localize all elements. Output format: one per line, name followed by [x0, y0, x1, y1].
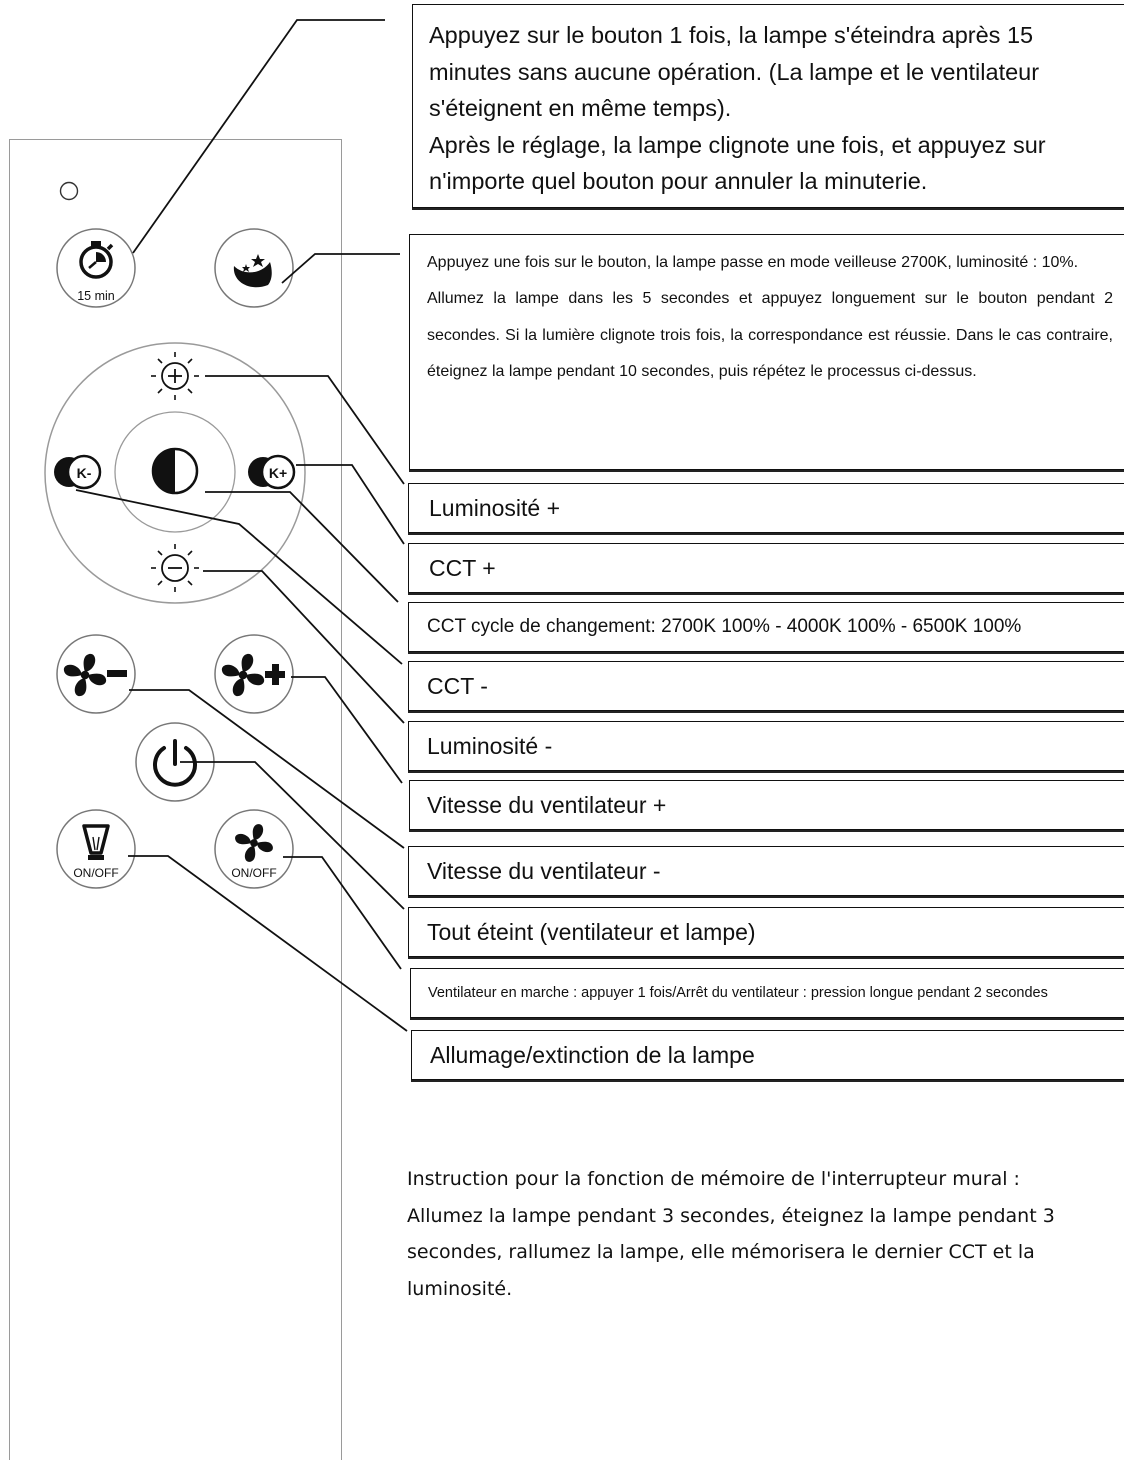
night-mode-description-box	[409, 234, 1124, 470]
callout-brightness-up: Luminosité +	[408, 483, 1124, 533]
night-mode-description-line-2: Allumez la lampe dans les 5 secondes et …	[427, 290, 1113, 380]
timer-description-box	[412, 4, 1124, 208]
callout-fan-speed-down-text: Vitesse du ventilateur -	[427, 857, 661, 884]
callout-brightness-up-text: Luminosité +	[429, 494, 561, 521]
callout-fan-speed-down: Vitesse du ventilateur -	[408, 846, 1124, 896]
callout-brightness-down-text: Luminosité -	[427, 732, 553, 759]
memory-note-body: Allumez la lampe pendant 3 secondes, éte…	[407, 1204, 1055, 1300]
callout-lamp-onoff-text: Allumage/extinction de la lampe	[430, 1041, 755, 1068]
callout-cct-cycle: CCT cycle de changement: 2700K 100% - 40…	[408, 602, 1124, 652]
callout-cct-up-text: CCT +	[429, 554, 496, 581]
night-mode-description: Appuyez une fois sur le bouton, la lampe…	[427, 245, 1113, 390]
callout-fan-speed-up-text: Vitesse du ventilateur +	[427, 791, 667, 818]
callout-fan-onoff-text: Ventilateur en marche : appuyer 1 fois/A…	[428, 985, 1048, 1001]
timer-description-line-1: Appuyez sur le bouton 1 fois, la lampe s…	[429, 22, 1040, 121]
memory-note-title: Instruction pour la fonction de mémoire …	[407, 1168, 1020, 1190]
callout-all-off-text: Tout éteint (ventilateur et lampe)	[427, 918, 756, 945]
memory-function-note: Instruction pour la fonction de mémoire …	[407, 1161, 1107, 1307]
callout-brightness-down: Luminosité -	[408, 721, 1124, 771]
callout-fan-onoff: Ventilateur en marche : appuyer 1 fois/A…	[410, 968, 1124, 1018]
timer-description-line-2: Après le réglage, la lampe clignote une …	[429, 131, 1046, 195]
callout-fan-speed-up: Vitesse du ventilateur +	[409, 780, 1124, 830]
callout-lamp-onoff: Allumage/extinction de la lampe	[411, 1030, 1124, 1080]
timer-description: Appuyez sur le bouton 1 fois, la lampe s…	[429, 17, 1119, 200]
callout-all-off: Tout éteint (ventilateur et lampe)	[408, 907, 1124, 957]
callout-cct-up: CCT +	[408, 543, 1124, 593]
callout-cct-cycle-text: CCT cycle de changement: 2700K 100% - 40…	[427, 616, 1022, 637]
callout-cct-down: CCT -	[408, 661, 1124, 711]
remote-control-body	[9, 139, 342, 1460]
callout-cct-down-text: CCT -	[427, 672, 488, 699]
night-mode-description-line-1: Appuyez une fois sur le bouton, la lampe…	[427, 254, 1079, 271]
